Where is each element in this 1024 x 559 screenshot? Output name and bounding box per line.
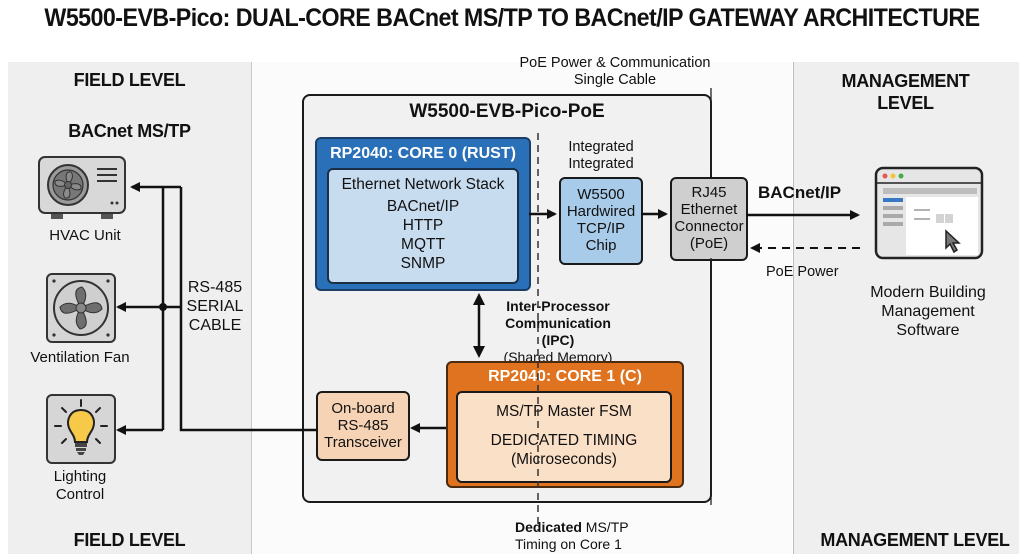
diagram-title: W5500-EVB-Pico: DUAL-CORE BACnet MS/TP T…: [44, 4, 980, 32]
ethernet-stack-box: [327, 168, 519, 284]
lighting-label-line1: Lighting: [53, 468, 107, 485]
rs485-cable-line1: RS-485: [187, 279, 243, 296]
light-bulb-icon: [46, 394, 116, 464]
w5500-line2: Hardwired: [566, 203, 636, 220]
management-level-footer: MANAGEMENT LEVEL: [820, 530, 1010, 550]
rj45-line1: RJ45: [691, 184, 727, 201]
dedicated-timing-label: DEDICATED TIMING: [490, 432, 638, 449]
poe-power-label: PoE Power: [766, 264, 839, 280]
rj45-line2: Ethernet: [680, 201, 738, 218]
w5500-line3: TCP/IP: [576, 220, 626, 237]
lighting-label-line2: Control: [55, 486, 105, 503]
management-level-panel: [793, 62, 1019, 554]
protocol-bacnet-ip: BACnet/IP: [386, 198, 460, 215]
fan-icon: [46, 273, 116, 343]
note-rest: MS/TP: [581, 519, 629, 535]
dedicated-timing-note: Dedicated MS/TP Timing on Core 1: [515, 519, 655, 553]
core0-title: RP2040: CORE 0 (RUST): [330, 145, 516, 162]
hvac-unit-icon: [37, 155, 127, 223]
integrated-label: Integrated Integrated: [558, 139, 644, 173]
bms-line1: Modern Building: [870, 284, 986, 301]
bms-line2: Management: [881, 303, 975, 320]
poe-note-line2: Single Cable: [573, 72, 657, 88]
transceiver-line2: RS-485: [337, 417, 389, 434]
rj45-connector: RJ45 Ethernet Connector (PoE): [670, 177, 748, 261]
ventilation-fan-label: Ventilation Fan: [30, 349, 130, 366]
bacnet-ip-label: BACnet/IP: [758, 183, 842, 202]
rs485-cable-label: RS-485 SERIAL CABLE: [180, 278, 250, 335]
field-level-heading: FIELD LEVEL: [73, 70, 186, 90]
mgmt-heading-line1: MANAGEMENT: [841, 71, 970, 91]
w5500-line1: W5500: [577, 186, 625, 203]
protocol-http: HTTP: [402, 217, 444, 234]
ipc-line2: Communication (IPC): [505, 315, 611, 348]
integrated-line1: Integrated: [568, 139, 634, 155]
rs485-bus-line-b: [179, 187, 316, 432]
management-level-heading: MANAGEMENT LEVEL: [793, 70, 1018, 114]
rj45-line3: Connector: [674, 218, 744, 235]
field-level-footer: FIELD LEVEL: [73, 530, 186, 550]
bms-software-window-icon: [874, 166, 984, 262]
note-line2: Timing on Core 1: [515, 536, 622, 552]
w5500-line4: Chip: [585, 237, 617, 254]
ethernet-stack-content: Ethernet Network Stack BACnet/IP HTTP MQ…: [327, 175, 519, 273]
bacnet-mstp-label: BACnet MS/TP: [68, 121, 191, 141]
ipc-line1: Inter-Processor: [506, 298, 610, 314]
board-title: W5500-EVB-Pico-PoE: [409, 101, 605, 122]
bms-line3: Software: [896, 322, 960, 339]
rs485-transceiver: On-board RS-485 Transceiver: [316, 391, 410, 461]
protocol-mqtt: MQTT: [401, 236, 445, 253]
bus-junction-dot: [159, 303, 167, 311]
core1-title: RP2040: CORE 1 (C): [488, 368, 642, 385]
rs485-cable-line2: SERIAL: [186, 298, 244, 315]
note-bold: Dedicated: [515, 519, 582, 535]
mgmt-heading-line2: LEVEL: [877, 93, 934, 113]
mstp-fsm-label: MS/TP Master FSM: [496, 403, 632, 420]
integrated-line2: Integrated: [568, 156, 634, 172]
hvac-unit-label: HVAC Unit: [49, 227, 121, 244]
lighting-control-label: Lighting Control: [15, 468, 145, 504]
poe-single-cable-note: PoE Power & Communication Single Cable: [510, 55, 720, 89]
transceiver-line1: On-board: [331, 400, 395, 417]
poe-note-line1: PoE Power & Communication: [519, 55, 711, 71]
w5500-chip: W5500 Hardwired TCP/IP Chip: [559, 177, 643, 265]
mstp-fsm-box: [456, 391, 672, 483]
ethernet-stack-title: Ethernet Network Stack: [341, 176, 505, 193]
transceiver-line3: Transceiver: [324, 434, 402, 451]
rj45-line4: (PoE): [689, 235, 729, 252]
protocol-snmp: SNMP: [400, 255, 446, 272]
bms-software-label: Modern Building Management Software: [858, 283, 998, 340]
rs485-cable-line3: CABLE: [188, 317, 242, 334]
